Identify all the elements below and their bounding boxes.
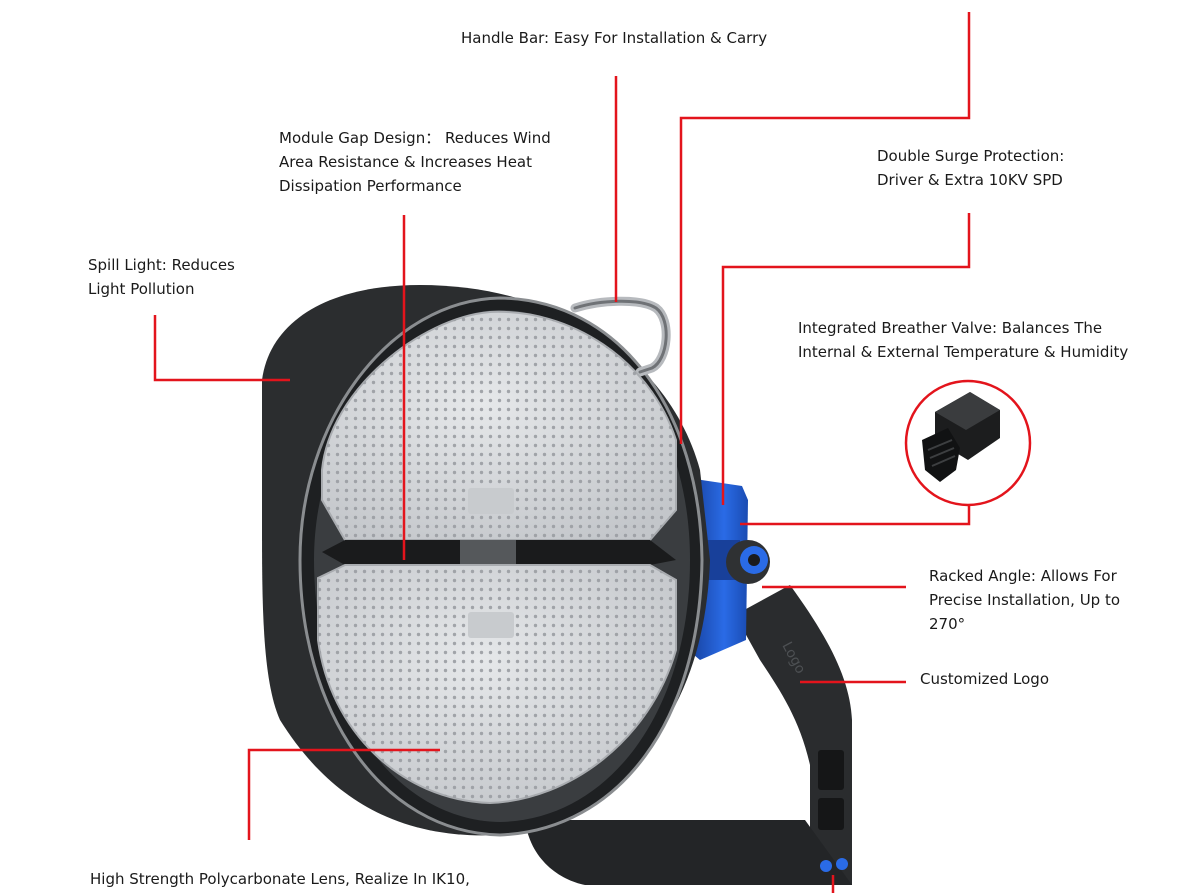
label-handle-bar: Handle Bar: Easy For Installation & Carr… <box>461 29 768 47</box>
label-module-gap: Module Gap Design： Reduces Wind Area Res… <box>279 129 551 195</box>
label-spill-light: Spill Light: Reduces Light Pollution <box>88 256 235 298</box>
label-polycarbonate-lens: High Strength Polycarbonate Lens, Realiz… <box>90 870 470 888</box>
mounting-bracket: Logo <box>525 585 852 885</box>
label-racked-angle: Racked Angle: Allows For Precise Install… <box>929 567 1121 633</box>
callout-line-surge <box>721 213 971 505</box>
callout-lines <box>153 12 971 893</box>
breather-valve-icon <box>904 379 1032 507</box>
handle-bar <box>570 296 671 377</box>
callout-line-top-right <box>679 12 971 444</box>
label-customized-logo: Customized Logo <box>920 670 1049 688</box>
label-breather-valve: Integrated Breather Valve: Balances The … <box>798 319 1129 361</box>
callout-line-breather-valve <box>740 505 971 526</box>
callout-line-lens <box>247 748 440 840</box>
label-surge-protection: Double Surge Protection: Driver & Extra … <box>877 147 1065 189</box>
callout-line-spill-light <box>153 315 290 382</box>
